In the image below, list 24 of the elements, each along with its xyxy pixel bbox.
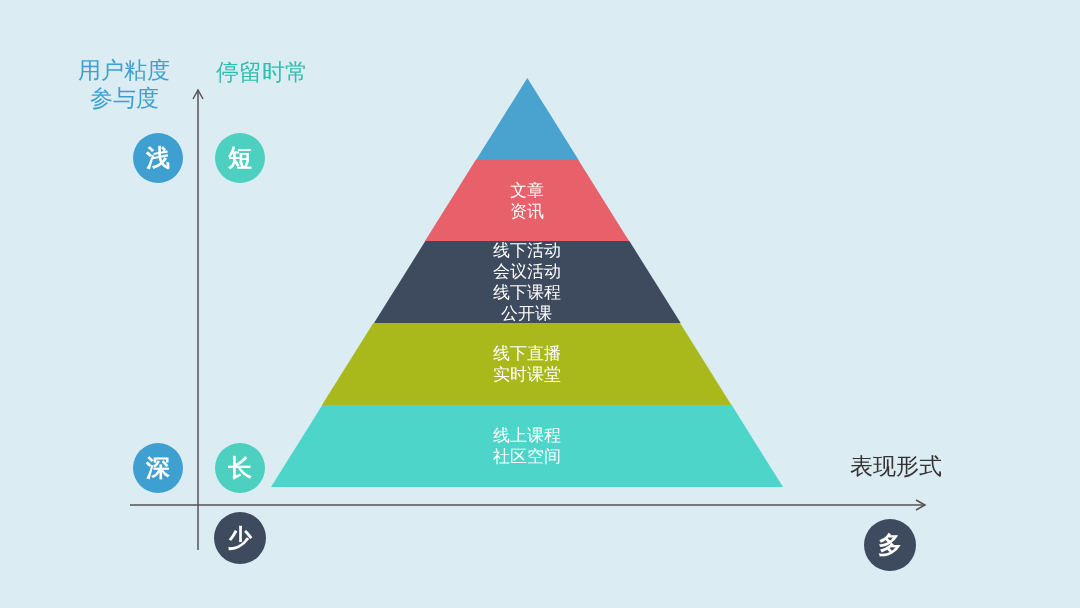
axis-title: 表现形式: [850, 452, 943, 480]
scale-marker-circle: [215, 443, 265, 493]
scale-marker-circle: [214, 512, 266, 564]
marker-label: 多: [878, 530, 902, 561]
marker-label: 长: [228, 453, 252, 484]
scale-marker-circle: [864, 519, 916, 571]
marker-label: 浅: [146, 143, 170, 174]
layer-label: 线上课程社区空间: [492, 425, 562, 467]
pyramid-layer: [424, 160, 629, 241]
scale-marker-circle: [133, 133, 183, 183]
marker-label: 短: [228, 143, 252, 174]
pyramid-layer: [322, 323, 732, 405]
layer-label: 文章资讯: [509, 179, 545, 222]
axis-title: 用户粘度参与度: [77, 56, 171, 112]
pyramid-layer: [271, 405, 783, 487]
marker-label: 深: [146, 453, 170, 484]
layer-label: 线下活动会议活动线下课程公开课: [491, 240, 562, 324]
marker-label: 少: [228, 523, 252, 554]
pyramid-layer: [373, 241, 681, 323]
layer-label: 线下直播实时课堂: [491, 343, 562, 385]
axis-title: 停留时常: [216, 58, 309, 86]
scale-marker-circle: [133, 443, 183, 493]
pyramid-layer: [475, 78, 579, 160]
scale-marker-circle: [215, 133, 265, 183]
